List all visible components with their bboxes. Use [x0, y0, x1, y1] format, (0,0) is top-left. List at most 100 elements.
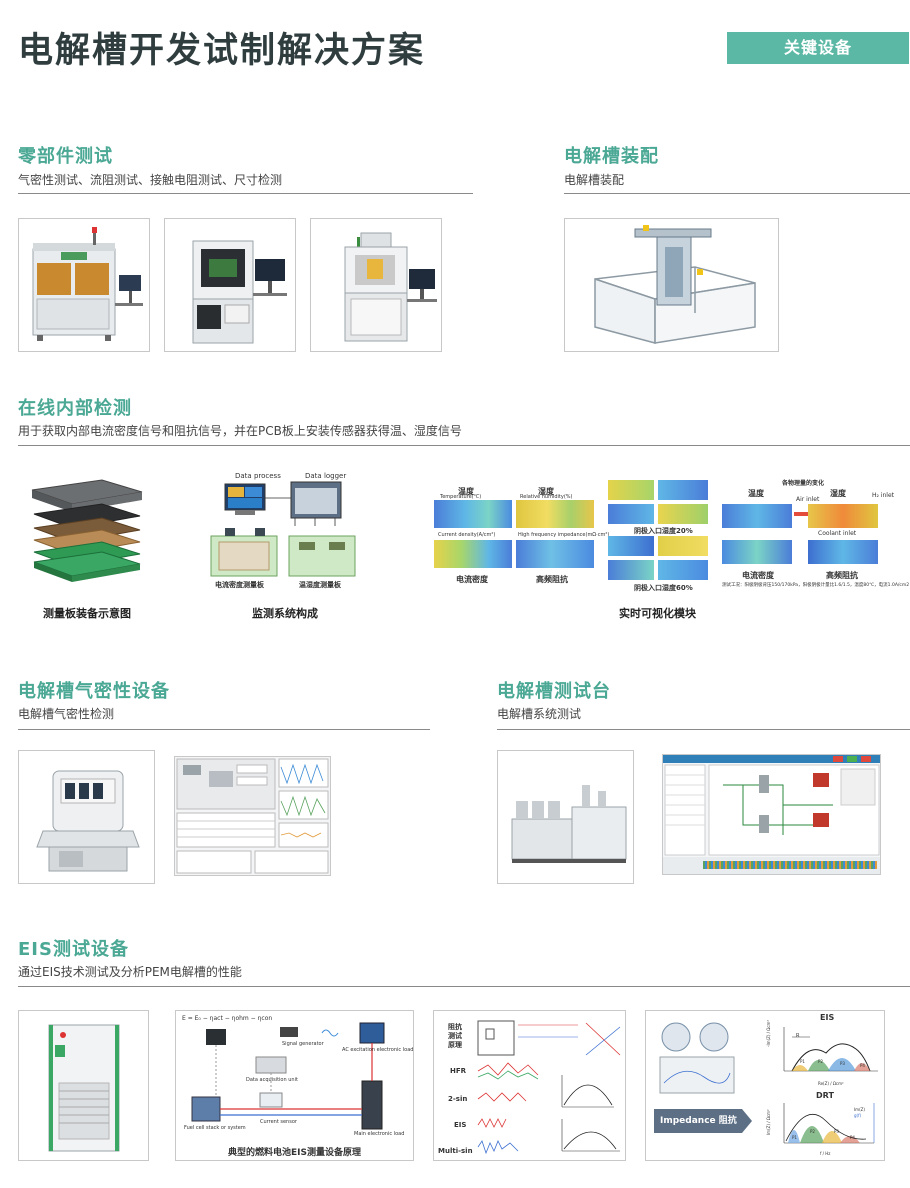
- section-divider: [18, 445, 910, 446]
- test-bench-title: 电解槽测试台: [497, 681, 611, 702]
- cathode-20-label: 阴极入口湿度20%: [634, 527, 693, 535]
- viz-hfr-title: 高频阻抗: [536, 575, 568, 584]
- realtime-visualization-caption: 实时可视化模块: [619, 607, 696, 620]
- online-detect-title: 在线内部检测: [18, 398, 132, 419]
- principle-equation: E = E₀ − ηact − ηohm − ηcon: [182, 1015, 273, 1022]
- section-divider: [497, 729, 910, 730]
- temperature-heatmap-2: [722, 504, 792, 528]
- eis-peak-p3: P3: [840, 1061, 845, 1066]
- viz-hfr-en: High frequency impedance(mΩ·cm²): [518, 532, 610, 538]
- method-hfr: HFR: [450, 1067, 467, 1075]
- mini-heatmap: [658, 536, 708, 556]
- eis-peak-p1: P1: [800, 1059, 805, 1064]
- method-2sin: 2-sin: [448, 1095, 468, 1103]
- impedance-arrow-label: Impedance 阻抗: [660, 1116, 737, 1126]
- stack-label: Fuel cell stack or system: [184, 1125, 246, 1131]
- mini-heatmap: [658, 560, 708, 580]
- airtight-title: 电解槽气密性设备: [18, 681, 170, 702]
- drt-ylabel: Im(Z) / Ωcm²: [766, 1109, 771, 1135]
- main-load-label: Main electronic load: [354, 1131, 405, 1137]
- impedance-analysis-panel: Impedance 阻抗 EIS R P1 P2 P3 P4 Re(Z) / Ω…: [645, 1010, 885, 1161]
- viz-current-title: 电流密度: [456, 575, 488, 584]
- parts-test-subtitle: 气密性测试、流阻测试、接触电阻测试、尺寸检测: [18, 173, 283, 187]
- mini-heatmap: [608, 480, 654, 500]
- current-board-label: 电流密度测量板: [215, 581, 264, 589]
- airtight-software-screenshot: [174, 756, 331, 876]
- drt-xlabel: f / Hz: [820, 1151, 831, 1156]
- flow-resistance-machine-image: [164, 218, 296, 352]
- ac-load-label: AC excitation electronic load: [342, 1047, 414, 1053]
- eis-peak-p2: P2: [818, 1059, 823, 1064]
- hfr-heatmap-2: [808, 540, 878, 564]
- current-density-heatmap-2: [722, 540, 792, 564]
- drt-plot-title: DRT: [816, 1091, 834, 1100]
- section-divider: [18, 193, 473, 194]
- drt-peak-p3: P3: [834, 1129, 839, 1134]
- daq-label: Data acquisition unit: [246, 1077, 298, 1083]
- viz-humidity-title: 湿度: [538, 487, 554, 496]
- humidity-heatmap: [516, 500, 594, 528]
- parts-test-title: 零部件测试: [18, 146, 113, 167]
- realtime-visualization-panel: 温度 湿度 Temperature(℃) Relative humidity(%…: [430, 478, 910, 593]
- measurement-board-exploded-image: [22, 476, 152, 584]
- test-conditions: 测试工况：阳极阴极背压150/170kPa，阳极阴极计量比1.6/1.5，温度8…: [722, 583, 910, 588]
- drt-peak-p1: P1: [792, 1135, 797, 1140]
- h2-inlet-label: H₂ inlet: [872, 492, 895, 499]
- assembly-title: 电解槽装配: [564, 146, 659, 167]
- drt-peak-p2: P2: [810, 1129, 815, 1134]
- data-process-label: Data process: [235, 472, 281, 480]
- eis-subtitle: 通过EIS技术测试及分析PEM电解槽的性能: [18, 965, 242, 979]
- test-bench-image: [497, 750, 634, 884]
- airtight-subtitle: 电解槽气密性检测: [18, 707, 115, 721]
- monitoring-system-caption: 监测系统构成: [252, 607, 318, 620]
- coolant-inlet-label: Coolant inlet: [818, 530, 857, 537]
- drt-legend-gf: g(f): [854, 1113, 862, 1118]
- measurement-board-caption: 测量板装备示意图: [43, 607, 131, 620]
- current-sensor-label: Current sensor: [260, 1119, 297, 1125]
- flow-arrow: [794, 512, 808, 516]
- air-inlet-label: Air inlet: [796, 496, 820, 503]
- eis-title: EIS测试设备: [18, 939, 129, 960]
- mini-heatmap: [608, 536, 654, 556]
- current-density-heatmap: [434, 540, 512, 568]
- section-divider: [18, 729, 430, 730]
- method-eis: EIS: [454, 1121, 467, 1129]
- contact-resistance-machine-image: [310, 218, 442, 352]
- method-multisin: Multi-sin: [438, 1147, 473, 1155]
- temperature-heatmap: [434, 500, 512, 528]
- mini-heatmap: [658, 504, 708, 524]
- viz-hfr-title-2: 高频阻抗: [826, 571, 858, 580]
- mini-heatmap: [608, 504, 654, 524]
- monitoring-system-diagram: Data process Data logger 电流密度测量板 温湿度测量板: [205, 472, 365, 590]
- assembly-subtitle: 电解槽装配: [564, 173, 625, 187]
- eis-ylabel: -Im(Z) / Ωcm²: [766, 1019, 771, 1047]
- online-detect-subtitle: 用于获取内部电流密度信号和阻抗信号，并在PCB板上安装传感器获得温、湿度信号: [18, 424, 462, 438]
- eis-plot-title: EIS: [820, 1013, 835, 1022]
- change-label: 各物理量的变化: [782, 480, 825, 487]
- leak-test-machine-image: [18, 218, 150, 352]
- eis-cabinet-image: [18, 1010, 149, 1161]
- test-bench-software-screenshot: [662, 754, 881, 875]
- eis-xlabel: Re(Z) / Ωcm²: [818, 1081, 844, 1086]
- eis-peak-p4: P4: [860, 1063, 865, 1068]
- humidity-heatmap-2: [808, 504, 878, 528]
- viz-current-en: Current density(A/cm²): [438, 532, 496, 538]
- data-logger-label: Data logger: [305, 472, 347, 480]
- eis-r-label: R: [796, 1033, 800, 1039]
- mini-heatmap: [608, 560, 654, 580]
- drt-peak-p4: P4: [850, 1135, 855, 1140]
- viz-temp-title: 温度: [458, 487, 474, 496]
- temp-board-label: 温湿度测量板: [299, 581, 341, 589]
- viz-temp-title-2: 温度: [748, 489, 764, 498]
- method-impedance-principle: 阻抗测试原理: [448, 1023, 462, 1049]
- test-bench-subtitle: 电解槽系统测试: [497, 707, 582, 721]
- key-equipment-badge: 关键设备: [727, 32, 909, 64]
- drt-legend-imz: Im(Z): [854, 1107, 865, 1112]
- viz-temp-en: Temperature(℃): [440, 494, 482, 500]
- viz-humidity-en: Relative humidity(%): [520, 494, 573, 500]
- viz-humidity-title-2: 湿度: [830, 489, 846, 498]
- airtight-cabinet-image: [18, 750, 155, 884]
- signal-generator-label: Signal generator: [282, 1041, 324, 1047]
- eis-principle-diagram: E = E₀ − ηact − ηohm − ηcon Signal gener…: [175, 1010, 414, 1161]
- cathode-60-label: 阴极入口湿度60%: [634, 584, 693, 592]
